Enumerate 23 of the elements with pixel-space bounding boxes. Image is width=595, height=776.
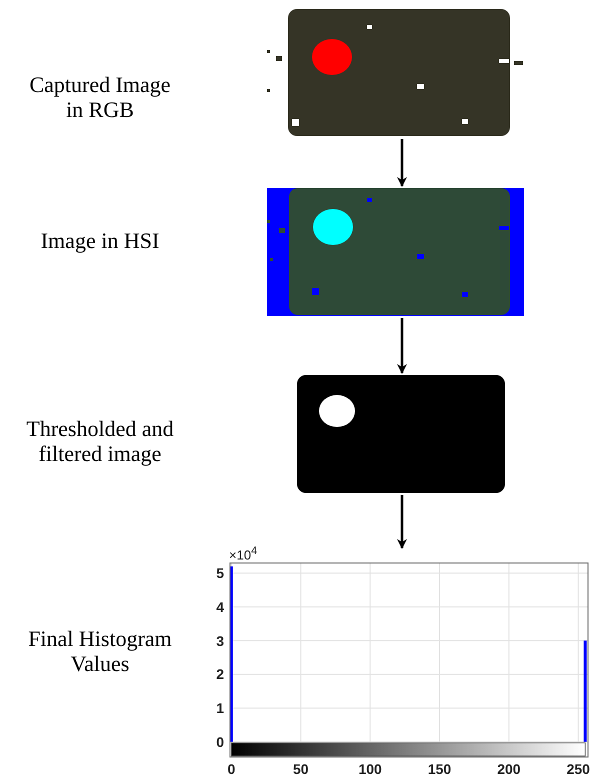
tick-label: 0 <box>216 734 224 750</box>
tick-label: 150 <box>426 761 452 776</box>
picture <box>267 9 524 137</box>
image-caption: Image in HSI <box>40 228 160 253</box>
tick-label: 0 <box>226 761 236 776</box>
arrow <box>397 318 407 374</box>
arrow <box>397 139 407 187</box>
tick-label: 3 <box>216 632 224 649</box>
tick-label: 2 <box>216 666 224 682</box>
image-caption: Captured Image in RGB <box>28 72 172 122</box>
arrow <box>397 495 407 549</box>
image-caption: Final Histogram Values <box>27 626 173 676</box>
image-caption: Thresholded and filtered image <box>25 416 175 466</box>
tick-label: 250 <box>566 761 591 776</box>
tick-label: 5 <box>216 565 224 582</box>
picture <box>267 188 524 316</box>
picture <box>297 375 505 493</box>
tick-label: 1 <box>216 700 224 716</box>
axis-multiplier: ×10$^{4}$ <box>229 544 258 564</box>
tick-label: 50 <box>292 761 310 776</box>
tick-label: 100 <box>357 761 383 776</box>
tick-label: 4 <box>216 598 224 615</box>
tick-label: 200 <box>496 761 522 776</box>
